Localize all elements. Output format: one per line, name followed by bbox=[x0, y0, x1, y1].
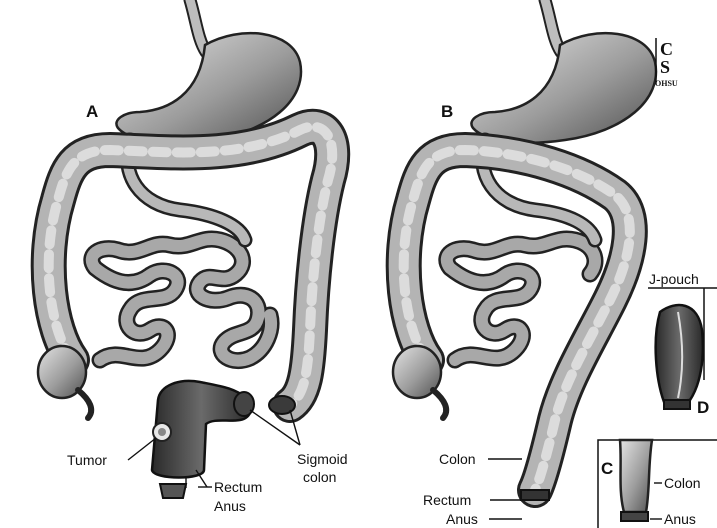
label-anus-b: Anus bbox=[446, 511, 478, 527]
anus-a bbox=[160, 484, 186, 498]
panel-label-d: D bbox=[697, 398, 709, 417]
anus-c bbox=[621, 512, 648, 521]
label-colon-c: Colon bbox=[664, 475, 701, 491]
anus-b bbox=[521, 490, 549, 500]
panel-b-leaders bbox=[488, 459, 522, 519]
logo-letter-c: C bbox=[660, 39, 673, 59]
ohsu-logo: C S OHSU bbox=[655, 38, 678, 88]
label-anus-a: Anus bbox=[214, 498, 246, 514]
label-colon-b: Colon bbox=[439, 451, 476, 467]
label-tumor: Tumor bbox=[67, 452, 107, 468]
panel-b-diagram bbox=[393, 0, 656, 500]
label-anus-c: Anus bbox=[664, 511, 696, 527]
stomach-b bbox=[471, 33, 656, 143]
panel-label-c: C bbox=[601, 459, 613, 478]
label-rectum-b: Rectum bbox=[423, 492, 471, 508]
panel-a-diagram bbox=[38, 0, 332, 498]
label-sigmoid: Sigmoid bbox=[297, 451, 348, 467]
label-sigmoid-colon: colon bbox=[303, 469, 336, 485]
panel-label-b: B bbox=[441, 102, 453, 121]
label-jpouch: J-pouch bbox=[649, 271, 699, 287]
logo-org: OHSU bbox=[655, 79, 678, 88]
panel-d-inset bbox=[648, 288, 717, 409]
panel-label-a: A bbox=[86, 102, 98, 121]
colon-c bbox=[620, 440, 652, 512]
logo-letter-s: S bbox=[660, 57, 670, 77]
label-rectum-a: Rectum bbox=[214, 479, 262, 495]
